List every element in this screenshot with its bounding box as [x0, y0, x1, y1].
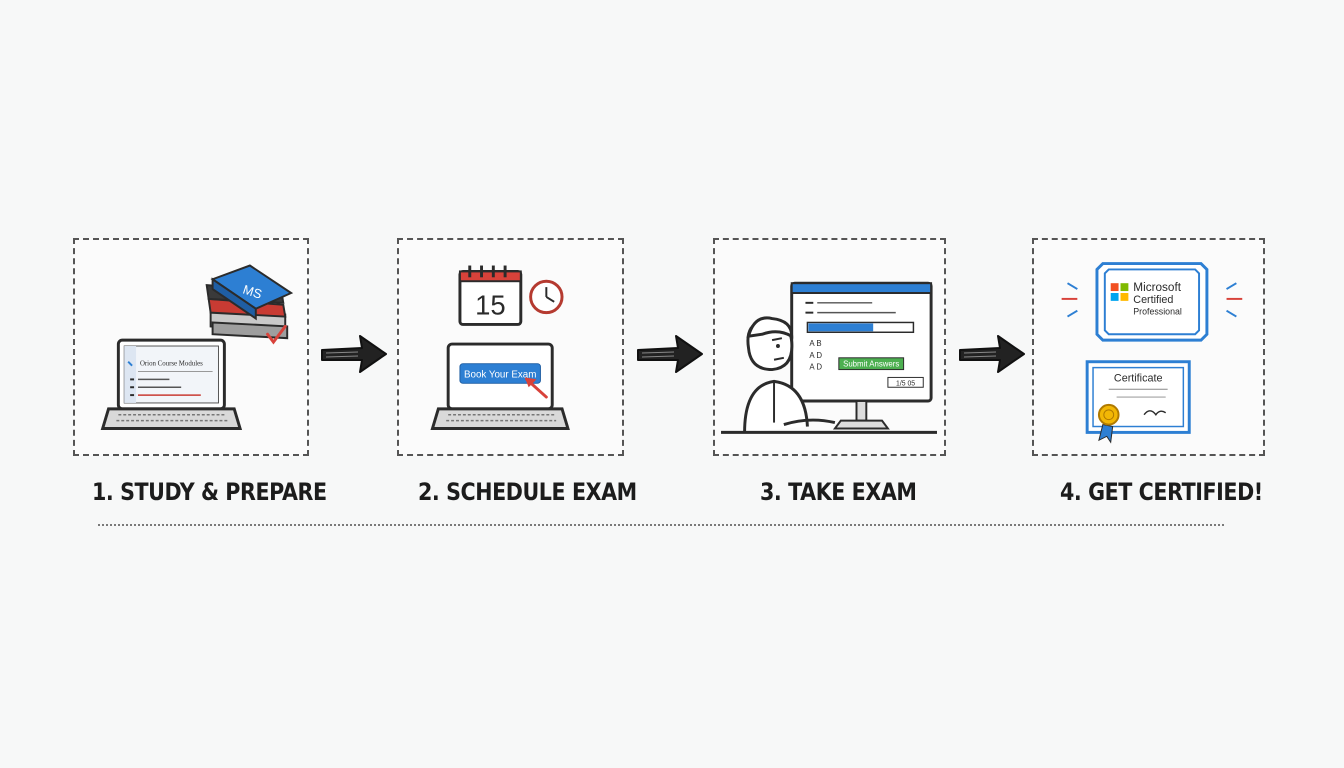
signature-scribble: [1143, 410, 1167, 417]
step-4-panel: Microsoft Certified Professional Certifi…: [1032, 238, 1265, 456]
book-exam-button[interactable]: Book Your Exam: [464, 369, 536, 380]
laptop-icon: Book Your Exam: [430, 342, 570, 430]
exam-progress-bar: [808, 323, 874, 332]
take-exam-illustration: A B A D A D Submit Answers 1/5 05: [721, 281, 937, 434]
clock-icon: [529, 279, 564, 315]
book-label: MS: [241, 282, 264, 302]
laptop-icon: Orion Course Modules: [100, 338, 243, 430]
submit-answers-button[interactable]: Submit Answers: [843, 360, 899, 369]
step-3-panel: A B A D A D Submit Answers 1/5 05: [713, 238, 946, 456]
right-arrow-icon: [637, 335, 703, 373]
schedule-illustration: 15 Book Your Exam: [430, 265, 570, 430]
exam-timer: 1/5 05: [896, 380, 915, 387]
checkmark-icon: [266, 324, 287, 345]
svg-text:A D: A D: [809, 351, 822, 360]
svg-text:A D: A D: [809, 363, 822, 372]
monitor-icon: A B A D A D Submit Answers 1/5 05: [790, 281, 933, 430]
badge-line-1: Microsoft: [1133, 281, 1181, 294]
person-icon: [721, 316, 937, 434]
svg-text:A B: A B: [809, 339, 821, 348]
right-arrow-icon: [321, 335, 387, 373]
dotted-baseline: [98, 524, 1224, 526]
course-screen-title: Orion Course Modules: [140, 361, 203, 368]
study-illustration: MS Orion Course Modules: [100, 264, 294, 430]
seal-icon: [1097, 403, 1120, 426]
step-1-label: 1. STUDY & PREPARE: [92, 478, 327, 506]
certificate-title: Certificate: [1114, 372, 1163, 384]
certified-illustration: Microsoft Certified Professional Certifi…: [1061, 262, 1243, 444]
step-2-label: 2. SCHEDULE EXAM: [418, 478, 637, 506]
calendar-icon: 15: [458, 265, 523, 326]
microsoft-logo-icon: [1110, 283, 1129, 301]
calendar-day: 15: [475, 290, 506, 321]
step-2-panel: 15 Book Your Exam: [397, 238, 624, 456]
step-1-panel: MS Orion Course Modules: [73, 238, 309, 456]
badge-line-2: Certified: [1133, 294, 1173, 306]
book-stack-icon: MS: [205, 264, 294, 345]
certificate-icon: Certificate: [1085, 360, 1191, 444]
right-arrow-icon: [959, 335, 1025, 373]
certification-badge: Microsoft Certified Professional: [1061, 262, 1243, 342]
step-4-label: 4. GET CERTIFIED!: [1060, 478, 1263, 506]
badge-line-3: Professional: [1133, 307, 1182, 317]
step-3-label: 3. TAKE EXAM: [760, 478, 917, 506]
